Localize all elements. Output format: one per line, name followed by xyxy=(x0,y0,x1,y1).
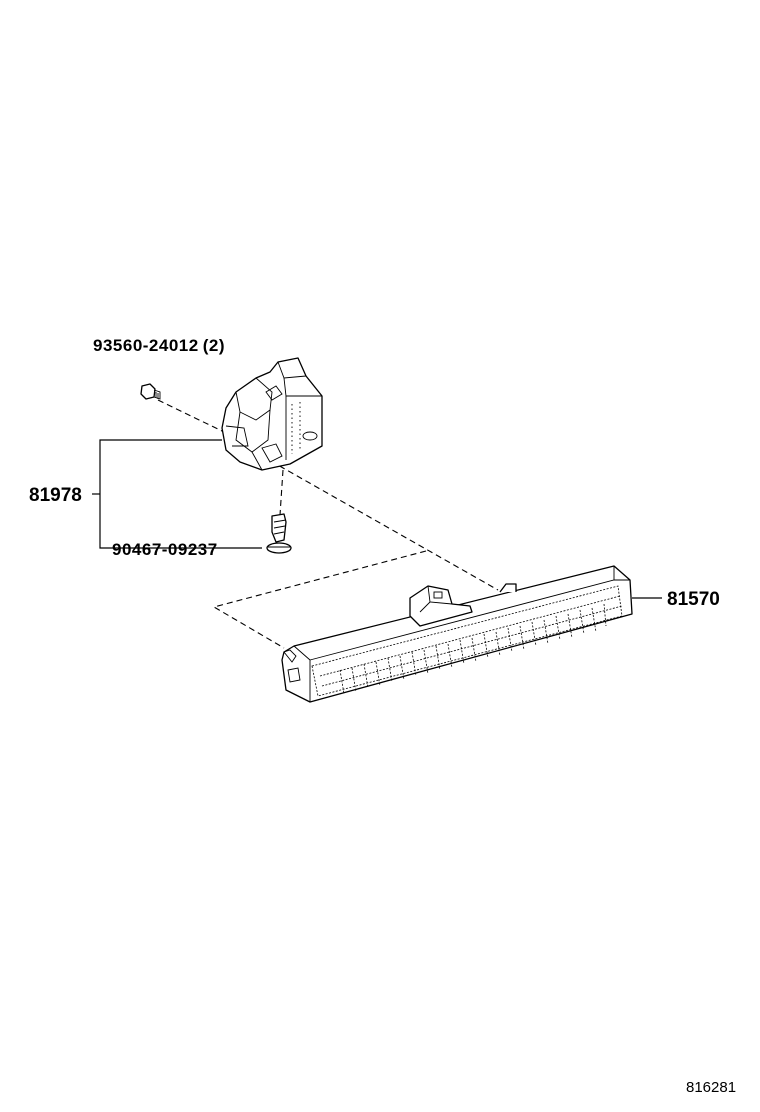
leader-lines xyxy=(92,439,662,599)
diagram-id: 816281 xyxy=(686,1079,736,1096)
part-number-bracket: 81978 xyxy=(29,485,82,506)
part-number-screw: 90467-09237 xyxy=(112,540,218,559)
clip-screw-icon xyxy=(266,513,292,554)
part-number-lamp: 81570 xyxy=(667,589,720,610)
hex-bolt-icon xyxy=(140,383,161,400)
part-number-bolt: 93560-24012(2) xyxy=(93,336,225,355)
high-mount-stop-lamp-icon xyxy=(281,565,633,703)
lamp-bracket-icon xyxy=(221,357,323,471)
